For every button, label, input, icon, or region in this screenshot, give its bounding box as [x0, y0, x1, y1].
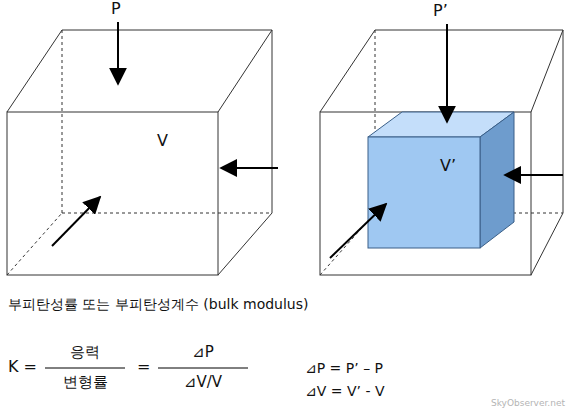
pressure-label: P’ — [433, 2, 448, 20]
denominator: ⊿V/V — [184, 374, 222, 391]
definition-text: ⊿P = P’ – P — [305, 360, 383, 376]
cube-volume: V’ — [368, 137, 480, 248]
right-cube — [320, 30, 563, 275]
volume-label: V’ — [440, 157, 456, 175]
heading-text: 부피탄성률 또는 부피탄성계수 (bulk modulus) — [8, 296, 309, 312]
compressed-cube — [368, 112, 514, 248]
left-cube — [7, 30, 272, 275]
numerator: 응력 — [70, 344, 100, 361]
volume-label: V — [157, 132, 168, 150]
pressure-label: P — [111, 0, 121, 18]
definition-text: ⊿V = V’ - V — [305, 383, 385, 399]
watermark: SkyObserver.net — [491, 398, 565, 408]
formula-text: = — [137, 358, 150, 376]
numerator: ⊿P — [192, 344, 214, 361]
cube-volume: V — [7, 112, 218, 275]
formula-text: K = — [8, 358, 37, 376]
pressure-arrows — [52, 22, 563, 258]
denominator: 변형률 — [63, 374, 108, 391]
